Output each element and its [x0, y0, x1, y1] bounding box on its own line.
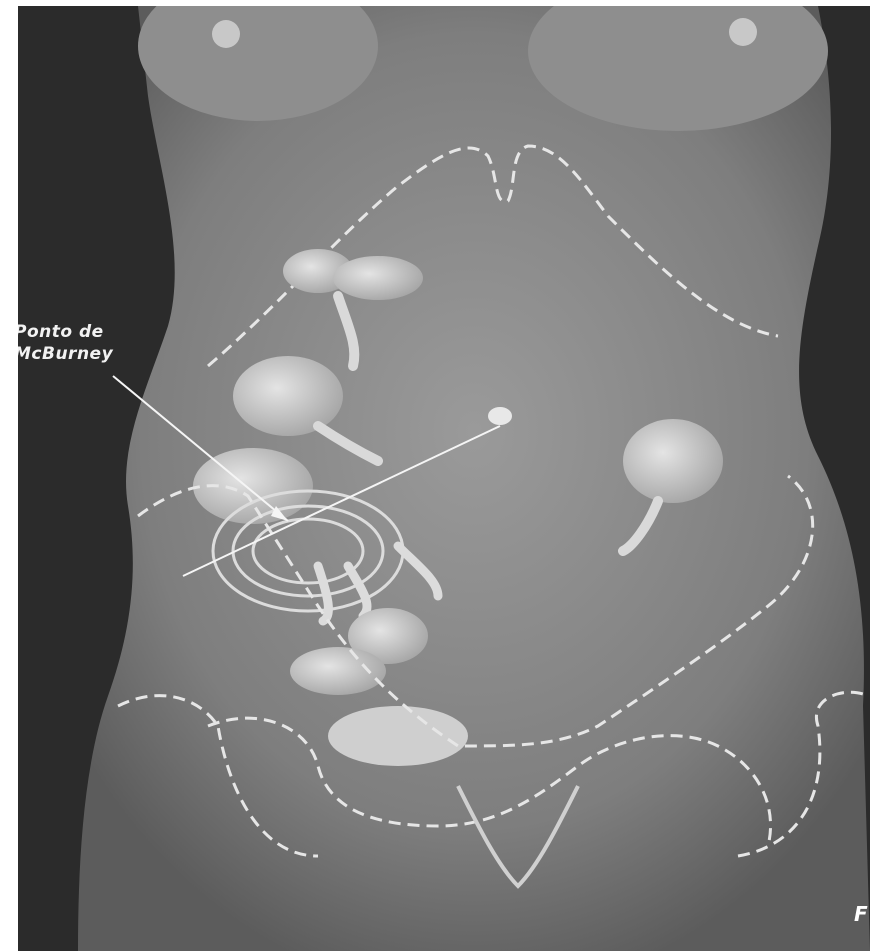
right-nipple: [729, 18, 757, 46]
illustration-frame: Ponto de McBurney F: [18, 6, 870, 951]
navel: [488, 407, 512, 425]
annotation-label-line-2: McBurney: [18, 344, 113, 364]
left-nipple: [212, 20, 240, 48]
corner-mark: F: [854, 902, 868, 926]
torso-illustration: [18, 6, 870, 951]
annotation-label-line-1: Ponto de: [18, 322, 104, 342]
